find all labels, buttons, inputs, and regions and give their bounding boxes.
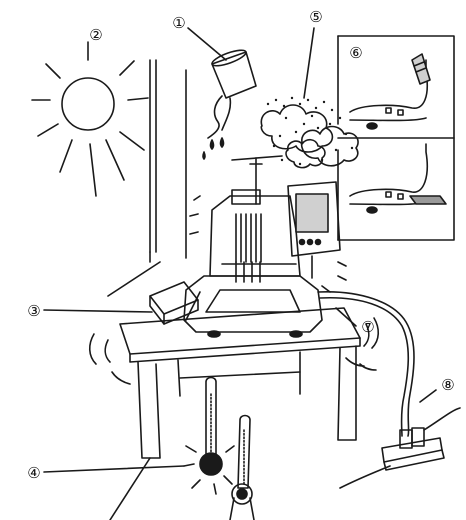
humidity-cloud-icon: [261, 105, 358, 168]
callout-4-label: ④: [27, 464, 40, 482]
callout-1-label: ①: [172, 14, 185, 32]
table: [90, 308, 379, 458]
callout-3-label: ③: [27, 302, 40, 320]
window-frame: [108, 60, 186, 296]
water-cup-icon: [203, 47, 256, 159]
callout-7-label: ⑦: [361, 318, 374, 336]
sun-icon: [32, 42, 148, 196]
detail-box: [338, 36, 454, 240]
callout-5-label: ⑤: [309, 8, 322, 26]
callout-6-label: ⑥: [349, 44, 362, 62]
thermometer-icon: [184, 378, 254, 520]
callout-2-label: ②: [89, 26, 102, 44]
callout-8-label: ⑧: [441, 376, 454, 394]
